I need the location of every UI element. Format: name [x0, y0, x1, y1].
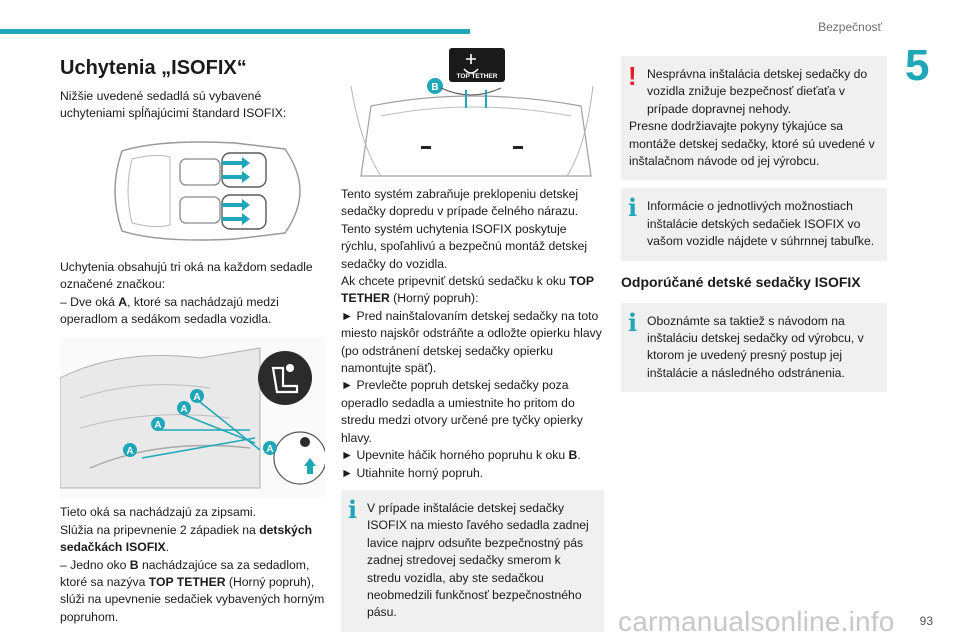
- info-text: Oboznámte sa taktiež s návodom na inštal…: [647, 313, 864, 380]
- section-heading: Odporúčané detské sedačky ISOFIX: [621, 273, 861, 290]
- eyelets-a-text: – Dve oká A, ktoré sa nachádzajú medzi o…: [60, 294, 325, 329]
- warning-note: ! Nesprávna inštalácia detskej sedačky d…: [621, 56, 887, 181]
- attach-intro-text: Ak chcete pripevniť detskú sedačku k oku…: [341, 273, 604, 308]
- info-icon: i: [628, 193, 638, 223]
- text-run: – Jedno oko: [60, 557, 130, 572]
- anchor-label: A: [180, 404, 187, 415]
- column-middle: TOP TETHER B Tento systém zabraňuje prek…: [341, 46, 604, 632]
- watermark: carmanualsonline.info: [618, 606, 895, 637]
- zipper-text: Tieto oká sa nachádzajú za zipsami.: [60, 505, 257, 520]
- text-run: (Horný popruh):: [389, 291, 479, 306]
- seat-anchors-photo: A A A A A: [60, 338, 325, 499]
- step-4: ► Utiahnite horný popruh.: [341, 465, 484, 480]
- car-seats-diagram: [114, 141, 301, 241]
- warning-instructions: Presne dodržiavajte pokyny týkajúce sa m…: [629, 119, 875, 169]
- step-1: ► Pred nainštalovaním detskej sedačky na…: [341, 308, 602, 376]
- eyelets-text: Uchytenia obsahujú tri oká na každom sed…: [60, 259, 313, 292]
- info-note-table: i Informácie o jednotlivých možnostiach …: [621, 188, 887, 261]
- text-run: .: [577, 448, 581, 463]
- bold-term: TOP TETHER: [148, 575, 226, 590]
- note-text: V prípade inštalácie detskej sedačky ISO…: [367, 500, 589, 620]
- text-run: ► Upevnite háčik horného popruhu k oku: [341, 448, 569, 463]
- step-3: ► Upevnite háčik horného popruhu k oku B…: [341, 447, 604, 464]
- intro-text: Nižšie uvedené sedadlá sú vybavené uchyt…: [60, 89, 287, 121]
- label-b: B: [129, 557, 139, 572]
- text-run: – Dve oká: [60, 294, 119, 309]
- column-left: Uchytenia „ISOFIX“ Nižšie uvedené sedadl…: [60, 56, 325, 626]
- page-number: 93: [919, 614, 933, 628]
- info-note-belt: i V prípade inštalácie detskej sedačky I…: [341, 489, 604, 632]
- trunk-diagram: TOP TETHER B: [350, 48, 594, 177]
- text-run: (Horný popruh), slúži na upevnenie sedač…: [60, 575, 325, 624]
- info-text: Informácie o jednotlivých možnostiach in…: [647, 199, 875, 249]
- header-accent-bar: [0, 29, 470, 34]
- text-run: nachádzajúce sa za sedadlom, ktoré sa na…: [60, 557, 310, 590]
- text-run: Ak chcete pripevniť detskú sedačku k oku: [341, 274, 570, 289]
- text-run: .: [165, 540, 170, 555]
- anchor-label: A: [266, 444, 273, 455]
- info-icon: i: [348, 494, 358, 524]
- latches-text: Slúžia na pripevnenie 2 západiek na dets…: [60, 522, 325, 557]
- text-run: Slúžia na pripevnenie 2 západiek na: [60, 522, 260, 537]
- top-tether-text: – Jedno oko B nachádzajúce sa za sedadlo…: [60, 557, 325, 627]
- bold-term: detských sedačkách ISOFIX: [60, 522, 313, 555]
- anchor-label: A: [126, 446, 133, 457]
- warning-text: Nesprávna inštalácia detskej sedačky do …: [647, 67, 868, 116]
- chapter-number: 5: [905, 41, 930, 90]
- info-icon: i: [628, 307, 638, 337]
- bold-term: TOP TETHER: [341, 274, 594, 306]
- label-b-marker: B: [431, 82, 438, 93]
- label-b: B: [568, 448, 578, 463]
- page-heading: Uchytenia „ISOFIX“: [60, 57, 247, 79]
- quick-mount-text: Tento systém uchytenia ISOFIX poskytuje …: [341, 221, 588, 271]
- section-title: Bezpečnosť: [818, 20, 882, 34]
- prevents-tipping-text: Tento systém zabraňuje preklopeniu detsk…: [341, 187, 579, 219]
- column-right: ! Nesprávna inštalácia detskej sedačky d…: [621, 56, 887, 393]
- top-tether-badge: TOP TETHER: [457, 73, 498, 80]
- anchor-label: A: [154, 420, 161, 431]
- text-run: , ktoré sa nachádzajú medzi operadlom a …: [60, 294, 279, 327]
- warning-icon: !: [628, 61, 637, 91]
- label-a: A: [118, 294, 128, 309]
- step-2: ► Prevlečte popruh detskej sedačky poza …: [341, 378, 583, 445]
- info-note-manual: i Oboznámte sa taktiež s návodom na inšt…: [621, 302, 887, 393]
- anchor-label: A: [193, 392, 200, 403]
